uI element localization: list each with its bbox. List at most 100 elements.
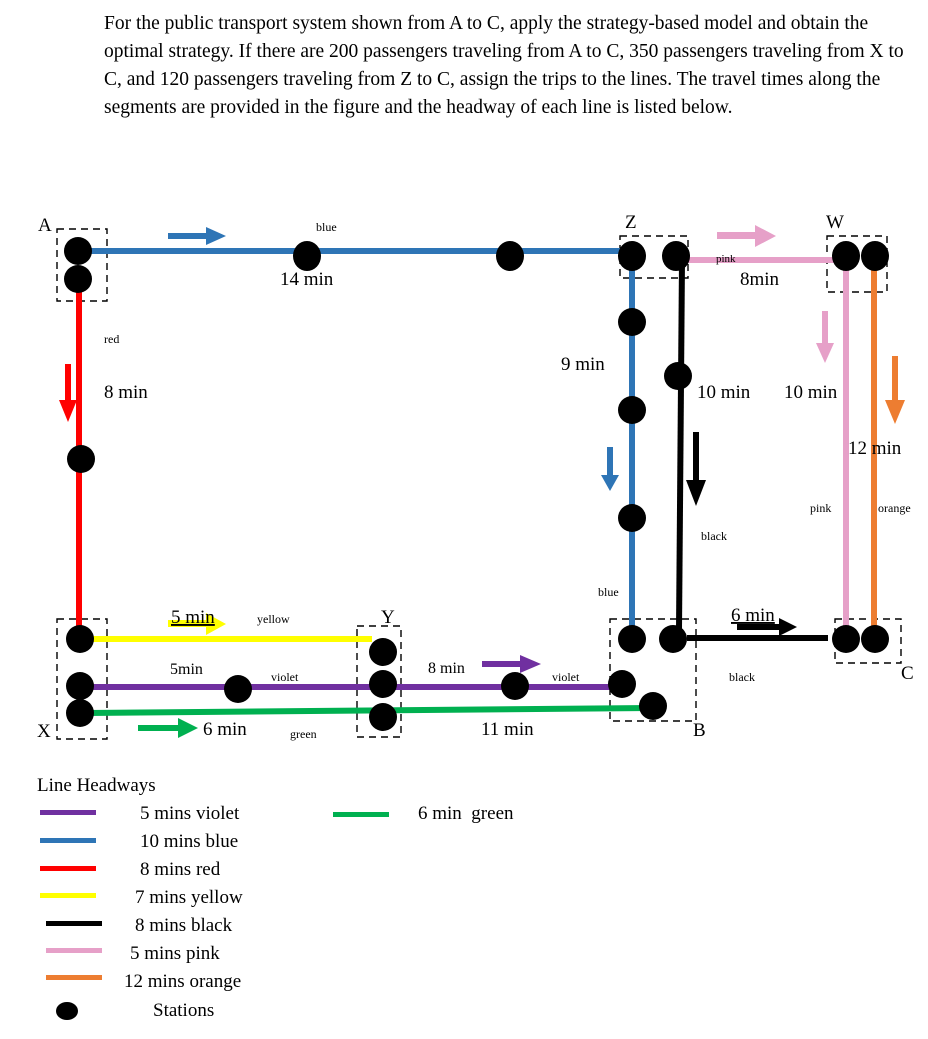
node-labels: A X Y Z W B C xyxy=(37,212,914,742)
legend-label-blue: 10 mins blue xyxy=(140,831,239,852)
station-B-green xyxy=(639,692,667,720)
station-Z-blue xyxy=(618,241,646,271)
time-green-Y-B: 11 min xyxy=(481,719,534,740)
station-box-B xyxy=(609,618,697,722)
station-red-1 xyxy=(67,445,95,473)
time-pink-W-C: 10 min xyxy=(784,382,838,403)
legend-label-orange: 12 mins orange xyxy=(124,971,242,992)
station-X-violet xyxy=(66,672,94,700)
arrow-right-green-icon xyxy=(138,718,198,738)
station-C-pink xyxy=(832,625,860,653)
station-violet-1 xyxy=(224,675,252,703)
station-black-1 xyxy=(664,362,692,390)
station-B-black xyxy=(659,625,687,653)
legend-swatch-violet xyxy=(40,810,96,815)
arrow-down-blue-icon xyxy=(601,447,619,491)
node-label-Y: Y xyxy=(381,607,395,628)
label-pink-vertical: pink xyxy=(810,501,831,515)
time-green-X-Y: 6 min xyxy=(203,719,247,740)
node-label-X: X xyxy=(37,721,51,742)
arrow-right-blue-icon xyxy=(168,227,226,245)
arrow-down-red-icon xyxy=(59,364,77,422)
legend-title: Line Headways xyxy=(37,775,156,796)
node-label-Z: Z xyxy=(625,212,637,233)
label-violet-right: violet xyxy=(552,670,580,684)
node-label-W: W xyxy=(826,212,844,233)
station-B-violet xyxy=(608,670,636,698)
legend-swatch-red xyxy=(40,866,96,871)
legend-swatch-pink xyxy=(46,948,102,953)
stations xyxy=(64,237,889,731)
legend-label-pink: 5 mins pink xyxy=(130,943,220,964)
label-pink-top: pink xyxy=(716,253,736,265)
station-box-W xyxy=(826,235,888,293)
node-label-A: A xyxy=(38,215,52,236)
label-black-horizontal: black xyxy=(729,670,755,684)
arrow-right-pink-icon xyxy=(717,225,776,247)
label-yellow: yellow xyxy=(257,612,290,626)
station-W-orange xyxy=(861,241,889,271)
label-blue-right: blue xyxy=(598,585,619,599)
time-black-B-C: 6 min xyxy=(731,605,775,626)
time-blue-Z-B: 9 min xyxy=(561,354,605,375)
time-yellow-X-Y: 5 min xyxy=(171,607,215,628)
station-blue-5 xyxy=(618,504,646,532)
arrow-right-violet-icon xyxy=(482,655,541,673)
label-black-vertical: black xyxy=(701,529,727,543)
station-Y-3 xyxy=(369,703,397,731)
legend-swatch-black xyxy=(46,921,102,926)
station-box-Y xyxy=(356,625,402,738)
arrow-right-black-icon xyxy=(737,618,797,636)
legend-label-yellow: 7 mins yellow xyxy=(135,887,243,908)
label-orange: orange xyxy=(878,501,911,515)
line-name-labels: blue red pink blue black pink orange bla… xyxy=(104,220,911,741)
arrow-down-black-icon xyxy=(686,432,706,506)
arrow-down-pink-icon xyxy=(816,311,834,363)
node-label-B: B xyxy=(693,720,706,741)
problem-statement: For the public transport system shown fr… xyxy=(104,13,904,118)
time-red-A-X: 8 min xyxy=(104,382,148,403)
legend-swatch-blue xyxy=(40,838,96,843)
station-violet-2 xyxy=(501,672,529,700)
line-black-Z-B xyxy=(676,259,685,631)
station-blue-1 xyxy=(293,241,321,271)
legend-label-stations: Stations xyxy=(153,1000,215,1021)
label-green: green xyxy=(290,727,317,741)
station-W-pink xyxy=(832,241,860,271)
arrow-down-orange-icon xyxy=(885,356,905,424)
station-blue-2 xyxy=(496,241,524,271)
station-blue-4 xyxy=(618,396,646,424)
station-A-blue xyxy=(64,237,92,265)
time-black-Z-B: 10 min xyxy=(697,382,751,403)
station-X-green xyxy=(66,699,94,727)
label-blue-top: blue xyxy=(316,220,337,234)
transit-lines xyxy=(76,248,877,716)
station-blue-3 xyxy=(618,308,646,336)
legend-label-green: 6 min green xyxy=(418,803,514,824)
station-Z-black xyxy=(662,241,690,271)
station-A-red xyxy=(64,265,92,293)
time-blue-A-Z: 14 min xyxy=(280,269,334,290)
legend-swatch-green xyxy=(333,812,389,817)
station-C-orange xyxy=(861,625,889,653)
legend-label-violet: 5 mins violet xyxy=(140,803,240,824)
legend-swatch-orange xyxy=(46,975,102,980)
time-orange-W-C: 12 min xyxy=(848,438,902,459)
label-violet-left: violet xyxy=(271,670,299,684)
travel-time-labels: 14 min 8 min 9 min 10 min 8min 10 min 12… xyxy=(104,269,902,740)
station-Y-1 xyxy=(369,638,397,666)
label-red: red xyxy=(104,332,119,346)
node-label-C: C xyxy=(901,663,914,684)
station-Y-2 xyxy=(369,670,397,698)
transit-network-diagram: A X Y Z W B C blue red pink blue black p… xyxy=(37,212,914,742)
legend-label-red: 8 mins red xyxy=(140,859,221,880)
legend-label-black: 8 mins black xyxy=(135,915,233,936)
arrow-right-yellow-icon xyxy=(168,613,226,635)
direction-arrows xyxy=(59,225,905,738)
station-X-yellow xyxy=(66,625,94,653)
station-dot-icon xyxy=(56,1002,78,1020)
time-pink-Z-W: 8min xyxy=(740,269,780,290)
time-violet-Y-B: 8 min xyxy=(428,660,465,677)
time-violet-X-Y: 5min xyxy=(170,661,203,678)
station-B-blue xyxy=(618,625,646,653)
